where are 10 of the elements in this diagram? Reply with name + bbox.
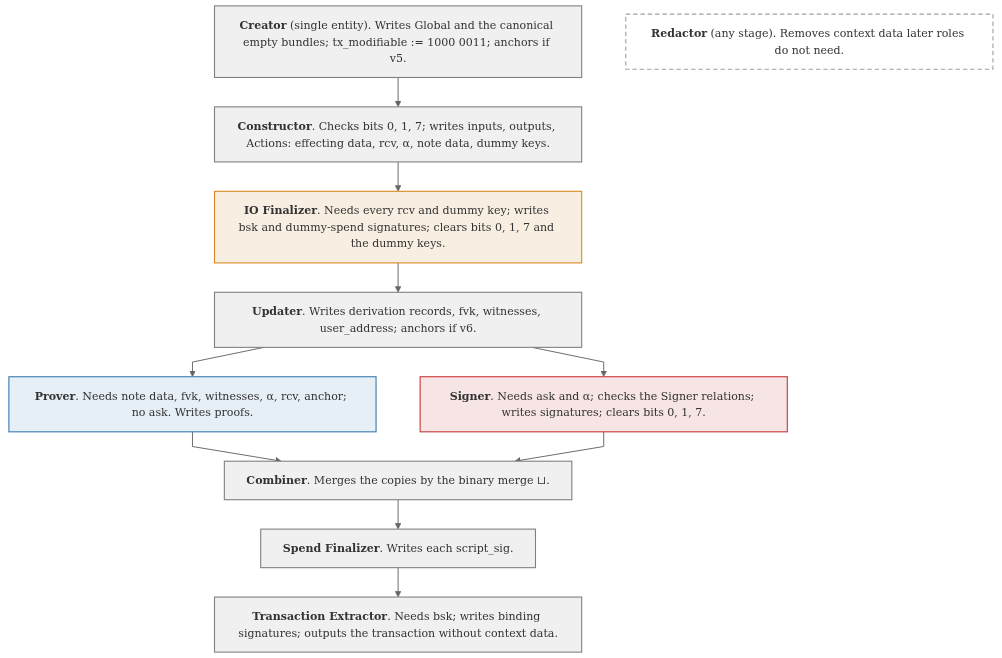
node-box: Spend Finalizer. Writes each script_sig. xyxy=(260,528,537,569)
node-box: Updater. Writes derivation records, fvk, witnesses, user_address; anchors if v6. xyxy=(214,291,583,348)
node-box: Creator (single entity). Writes Global and the canonical empty bundles; tx_modifiable := 1000 0011; anchors if v5. xyxy=(214,5,583,79)
node-box: Prover. Needs note data, fvk, witnesses, α, rcv, anchor; no ask. Writes proofs. xyxy=(8,376,377,433)
node-box: Combiner. Merges the copies by the binary merge ⊔. xyxy=(223,460,573,501)
node-box: Redactor (any stage). Removes context data later roles do not need. xyxy=(625,13,994,70)
node-box: Signer. Needs ask and α; checks the Signer relations; writes signatures; clears bits 0, 1, 7. xyxy=(419,376,788,433)
node-box: Transaction Extractor. Needs bsk; writes binding signatures; outputs the transaction without context data. xyxy=(214,596,583,653)
node-box: Constructor. Checks bits 0, 1, 7; writes inputs, outputs, Actions: effecting data, rcv, α, note data, dummy keys. xyxy=(214,106,583,163)
node-box: IO Finalizer. Needs every rcv and dummy key; writes bsk and dummy-spend signatures; clears bits 0, 1, 7 and the dummy keys. xyxy=(214,190,583,264)
